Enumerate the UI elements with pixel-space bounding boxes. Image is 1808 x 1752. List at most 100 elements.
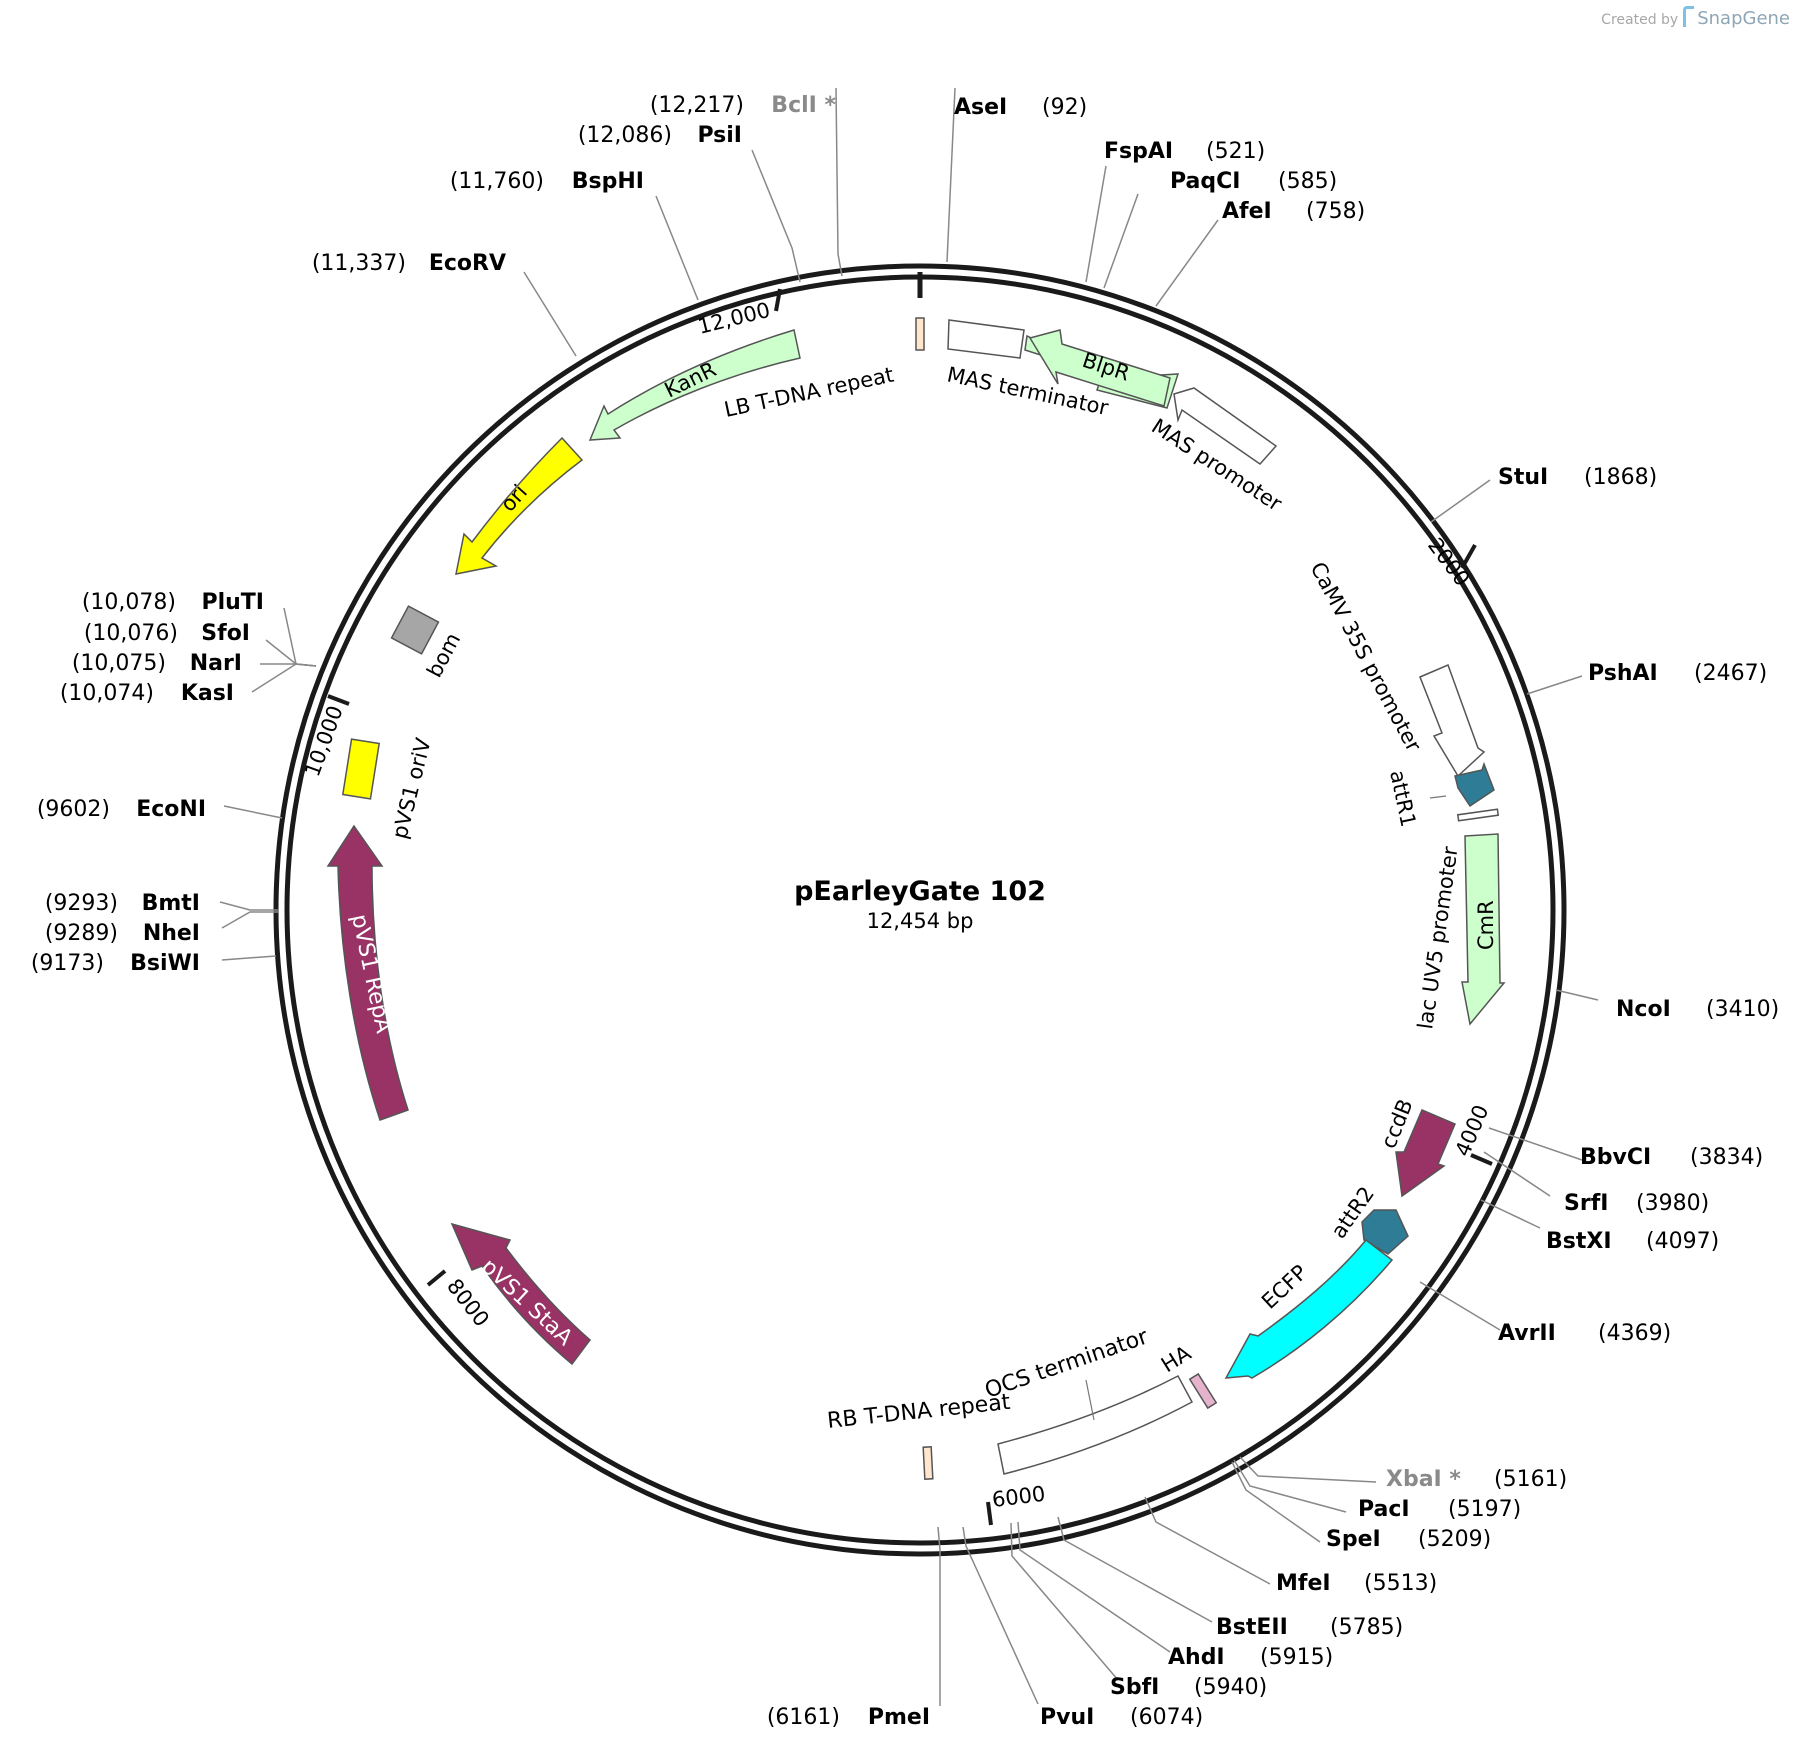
enzyme-name-bsphi[interactable]: BspHI (572, 169, 644, 194)
feature-bom[interactable] (390, 605, 440, 655)
enzyme-name-pmei[interactable]: PmeI (868, 1705, 930, 1730)
enzyme-name-stui[interactable]: StuI (1498, 465, 1548, 490)
enzyme-name-fspai[interactable]: FspAI (1104, 139, 1173, 164)
feature-pvs1-repa[interactable] (326, 824, 409, 1121)
leader-paqci (1103, 193, 1139, 289)
enzyme-pos-mfei: (5513) (1364, 1571, 1437, 1596)
feature-cmr[interactable] (1461, 833, 1506, 1026)
leader-pluti (283, 607, 317, 667)
feature-mas-promoter[interactable] (1173, 387, 1278, 465)
tick-4000 (1470, 1153, 1493, 1166)
feature-label-camv-35s-promoter: CaMV 35S promoter (1306, 558, 1426, 756)
enzyme-name-xbai[interactable]: XbaI * (1386, 1467, 1461, 1492)
feature-camv-35s-promoter[interactable] (1419, 663, 1486, 778)
feature-rb-tdna-repeat[interactable] (922, 1446, 934, 1480)
enzyme-name-paci[interactable]: PacI (1358, 1497, 1410, 1522)
tick-12000 (774, 288, 782, 312)
leader-xbai (1239, 1456, 1377, 1483)
leader-psii (751, 149, 801, 283)
feature-ocs-terminator[interactable] (997, 1374, 1194, 1475)
enzyme-pos-sfoi: (10,076) (84, 621, 178, 646)
enzyme-pos-econi: (9602) (37, 797, 110, 822)
leader-bbvci (1488, 1127, 1583, 1161)
ocs-leader (1085, 1379, 1095, 1421)
enzyme-name-bcli[interactable]: BclI * (771, 93, 836, 118)
feature-pvs1-staa[interactable] (450, 1222, 592, 1366)
enzyme-pos-bmti: (9293) (45, 891, 118, 916)
tick-8000 (426, 1269, 447, 1287)
feature-mas-terminator[interactable] (947, 319, 1025, 359)
enzyme-pos-spei: (5209) (1418, 1527, 1491, 1552)
enzyme-pos-ahdi: (5915) (1260, 1645, 1333, 1670)
enzyme-labels: AseI (92) FspAI (521) PaqCI (585) AfeI (… (31, 93, 1779, 1730)
enzyme-pos-srfi: (3980) (1636, 1191, 1709, 1216)
enzyme-name-bsiwi[interactable]: BsiWI (130, 951, 200, 976)
enzyme-name-bsteii[interactable]: BstEII (1216, 1615, 1288, 1640)
enzyme-name-sbfi[interactable]: SbfI (1110, 1675, 1159, 1700)
feature-attr1[interactable] (1454, 761, 1495, 808)
enzyme-name-afei[interactable]: AfeI (1222, 199, 1272, 224)
leader-paci (1233, 1459, 1347, 1513)
leader-ncoi (1555, 989, 1599, 1001)
enzyme-name-sfoi[interactable]: SfoI (201, 621, 250, 646)
leader-sbfi (1010, 1522, 1119, 1681)
leader-avrii (1419, 1281, 1501, 1331)
enzyme-name-nhei[interactable]: NheI (143, 921, 200, 946)
enzyme-name-mfei[interactable]: MfeI (1276, 1571, 1331, 1596)
enzyme-pos-bsteii: (5785) (1330, 1615, 1403, 1640)
snapgene-logo-icon (1683, 6, 1695, 27)
feature-label-cmr: CmR (1474, 900, 1498, 950)
tick-2000 (1460, 544, 1477, 569)
enzyme-name-pvui[interactable]: PvuI (1040, 1705, 1094, 1730)
feature-label-pvs1-staa: pVS1 StaA (476, 1254, 577, 1351)
enzyme-pos-kasi: (10,074) (60, 681, 154, 706)
enzyme-name-pluti[interactable]: PluTI (201, 590, 264, 615)
feature-ecfp[interactable] (1224, 1238, 1394, 1379)
feature-kanr[interactable] (588, 329, 801, 441)
tick-marks: 2000 4000 6000 8000 10,000 12,000 (300, 288, 1493, 1526)
enzyme-pos-avrii: (4369) (1598, 1321, 1671, 1346)
enzyme-name-psii[interactable]: PsiI (697, 123, 742, 148)
enzyme-name-srfi[interactable]: SrfI (1564, 1191, 1608, 1216)
feature-label-kanr: KanR (661, 357, 720, 402)
enzyme-name-asei[interactable]: AseI (954, 95, 1007, 120)
enzyme-name-ecorv[interactable]: EcoRV (429, 251, 506, 276)
feature-label-lac-uv5-promoter: lac UV5 promoter (1413, 845, 1462, 1031)
feature-blpr-arrow[interactable] (1028, 329, 1171, 407)
feature-ha[interactable] (1188, 1372, 1218, 1410)
enzyme-name-econi[interactable]: EcoNI (136, 797, 206, 822)
enzyme-pos-asei: (92) (1042, 95, 1087, 120)
tick-label-6000: 6000 (991, 1482, 1047, 1512)
enzyme-pos-ncoi: (3410) (1706, 997, 1779, 1022)
enzyme-name-kasi[interactable]: KasI (181, 681, 234, 706)
feature-label-rb-tdna-repeat: RB T-DNA repeat (826, 1390, 1012, 1434)
enzyme-pos-fspai: (521) (1206, 139, 1265, 164)
enzyme-name-paqci[interactable]: PaqCI (1170, 169, 1240, 194)
leader-kasi (251, 663, 317, 693)
enzyme-name-bbvci[interactable]: BbvCI (1580, 1145, 1651, 1170)
feature-lac-uv5-promoter[interactable] (1456, 808, 1500, 822)
enzyme-name-avrii[interactable]: AvrII (1498, 1321, 1556, 1346)
enzyme-pos-pmei: (6161) (767, 1705, 840, 1730)
enzyme-name-ncoi[interactable]: NcoI (1616, 997, 1671, 1022)
leader-stui (1430, 479, 1491, 523)
enzyme-pos-xbai: (5161) (1494, 1467, 1567, 1492)
feature-attr2[interactable] (1361, 1209, 1409, 1255)
enzyme-pos-ecorv: (11,337) (312, 251, 406, 276)
enzyme-pos-paci: (5197) (1448, 1497, 1521, 1522)
feature-lb-tdna-repeat[interactable] (915, 317, 925, 351)
leader-ecorv (523, 271, 577, 357)
enzyme-name-nari[interactable]: NarI (190, 651, 242, 676)
enzyme-name-pshai[interactable]: PshAI (1588, 661, 1658, 686)
enzyme-name-spei[interactable]: SpeI (1326, 1527, 1381, 1552)
created-by-text: Created by (1601, 12, 1679, 28)
feature-ori[interactable] (455, 436, 584, 575)
tick-6000 (986, 1501, 993, 1526)
enzyme-pos-nari: (10,075) (72, 651, 166, 676)
enzyme-name-ahdi[interactable]: AhdI (1168, 1645, 1225, 1670)
enzyme-name-bmti[interactable]: BmtI (142, 891, 200, 916)
feature-ccdb[interactable] (1395, 1109, 1456, 1198)
feature-pvs1-oriv[interactable] (341, 738, 381, 800)
enzyme-name-bstxi[interactable]: BstXI (1546, 1229, 1612, 1254)
